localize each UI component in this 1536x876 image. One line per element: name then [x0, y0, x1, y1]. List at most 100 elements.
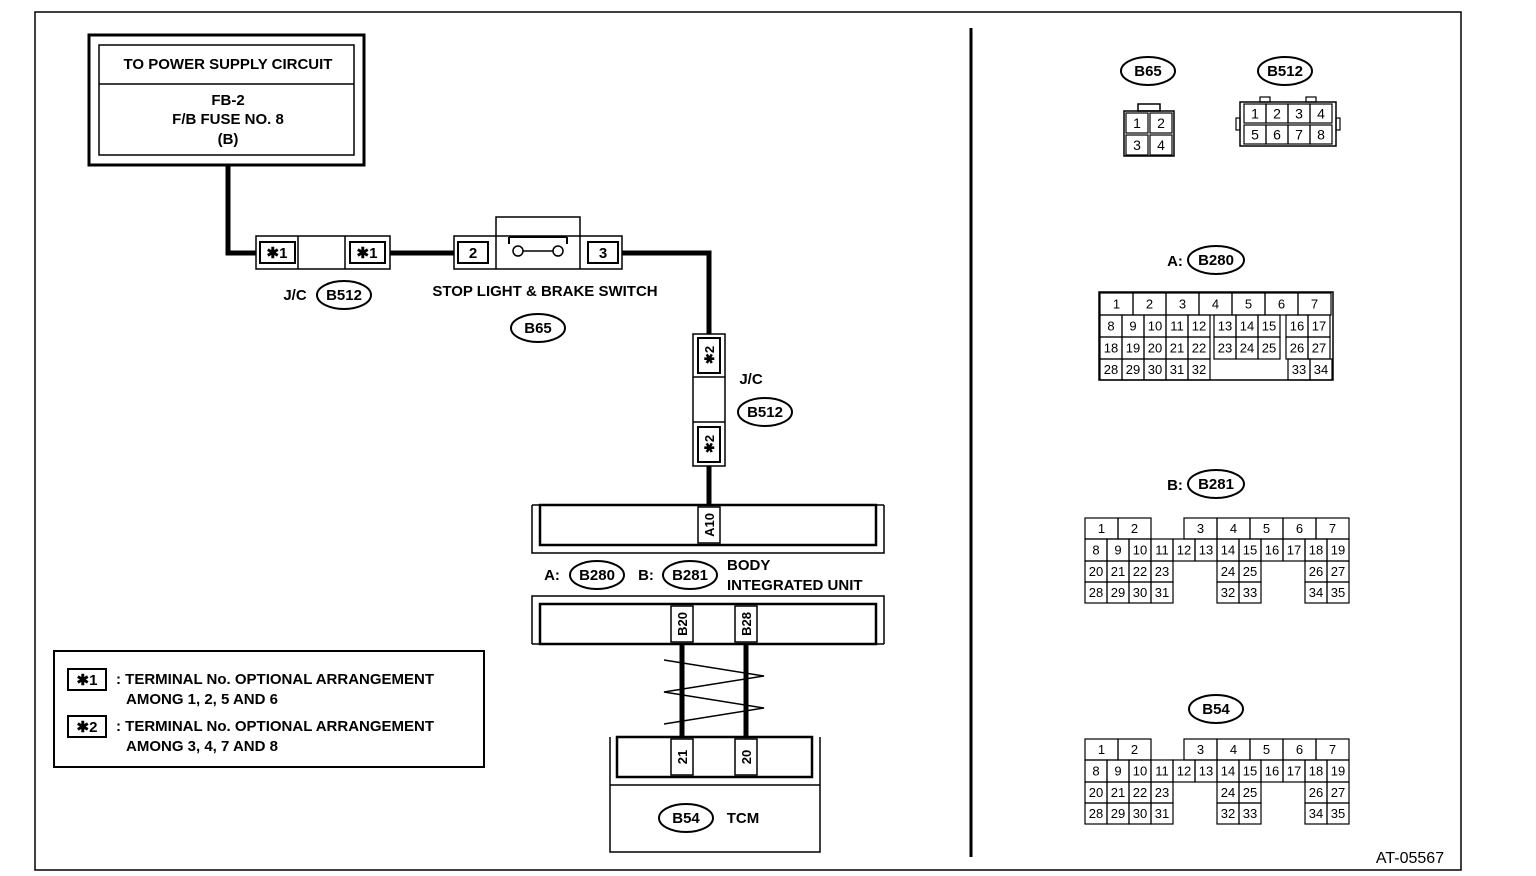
- b281-terminal-7: 7: [1329, 521, 1336, 536]
- b65-terminal-2: 2: [1157, 115, 1165, 131]
- b280-terminal-34: 34: [1314, 362, 1328, 377]
- b280-terminal-2: 2: [1146, 297, 1153, 312]
- wire-switch-to-jc: [622, 250, 712, 334]
- power-supply-fuse-sub: (B): [218, 131, 239, 148]
- b65-terminal-3: 3: [1133, 137, 1141, 153]
- b281-terminal-24: 24: [1221, 564, 1235, 579]
- b280-terminal-21: 21: [1170, 341, 1184, 356]
- terminal-cell: [1326, 802, 1350, 825]
- terminal-cell: [1309, 124, 1333, 145]
- b54-terminal-15: 15: [1243, 764, 1257, 779]
- b281-terminal-21: 21: [1111, 564, 1125, 579]
- stop-light-brake-switch: 2 3 STOP LIGHT & BRAKE SWITCH B65: [432, 216, 658, 343]
- biu-prefix-b: B:: [638, 567, 654, 584]
- b54-terminal-11: 11: [1155, 764, 1169, 779]
- b512-terminal-2: 2: [1273, 106, 1281, 122]
- b54-terminal-4: 4: [1230, 742, 1237, 757]
- b54-terminal-22: 22: [1133, 785, 1147, 800]
- wire-power-to-jc: [225, 165, 256, 256]
- b65-view-oval: [1120, 56, 1176, 86]
- legend-text-1-line1: : TERMINAL No. OPTIONAL ARRANGEMENT: [116, 671, 434, 688]
- b54-terminal-26: 26: [1309, 785, 1323, 800]
- terminal-cell: [1309, 103, 1333, 124]
- terminal-cell: [1150, 581, 1174, 604]
- b54-terminal-23: 23: [1155, 785, 1169, 800]
- b281-terminal-28: 28: [1089, 585, 1103, 600]
- biu-name-line1: BODY: [727, 557, 770, 574]
- terminal-cell: [1125, 134, 1149, 156]
- terminal-cell: [1238, 581, 1262, 604]
- b280-terminal-14: 14: [1240, 319, 1254, 334]
- b281-terminal-20: 20: [1089, 564, 1103, 579]
- b281-terminal-6: 6: [1296, 521, 1303, 536]
- b512-terminal-3: 3: [1295, 106, 1303, 122]
- b54-terminal-20: 20: [1089, 785, 1103, 800]
- jc-vert-connector-id: B512: [747, 404, 783, 421]
- b281-terminal-10: 10: [1133, 543, 1147, 558]
- b54-terminal-13: 13: [1199, 764, 1213, 779]
- power-supply-fuse-name: F/B FUSE NO. 8: [172, 111, 284, 128]
- b280-terminal-12: 12: [1192, 319, 1206, 334]
- b54-terminal-1: 1: [1098, 742, 1105, 757]
- b54-terminal-29: 29: [1111, 806, 1125, 821]
- terminal-cell: [1326, 581, 1350, 604]
- b281-terminal-32: 32: [1221, 585, 1235, 600]
- b280-terminal-31: 31: [1170, 362, 1184, 377]
- b281-terminal-1: 1: [1098, 521, 1105, 536]
- biu-connector-a-oval: [569, 560, 625, 590]
- b54-terminal-18: 18: [1309, 764, 1323, 779]
- b281-view-prefix: B:: [1167, 477, 1183, 494]
- terminal-cell: [1309, 358, 1333, 381]
- b280-terminal-27: 27: [1312, 341, 1326, 356]
- tcm-name: TCM: [727, 810, 760, 827]
- b54-terminal-14: 14: [1221, 764, 1235, 779]
- terminal-cell: [1149, 134, 1173, 156]
- b281-terminal-35: 35: [1331, 585, 1345, 600]
- b281-terminal-18: 18: [1309, 543, 1323, 558]
- b280-terminal-4: 4: [1212, 297, 1219, 312]
- jc-top-connector-id: B512: [326, 287, 362, 304]
- b281-terminal-13: 13: [1199, 543, 1213, 558]
- b512-terminal-1: 1: [1251, 106, 1259, 122]
- diagram-frame: [34, 11, 1462, 871]
- b280-terminal-33: 33: [1292, 362, 1306, 377]
- b280-terminal-22: 22: [1192, 341, 1206, 356]
- b54-terminal-6: 6: [1296, 742, 1303, 757]
- b280-terminal-8: 8: [1107, 319, 1114, 334]
- legend: ✱1 : TERMINAL No. OPTIONAL ARRANGEMENT A…: [53, 650, 485, 768]
- b54-terminal-30: 30: [1133, 806, 1147, 821]
- b280-terminal-32: 32: [1192, 362, 1206, 377]
- b54-view-title: B54: [1202, 701, 1230, 718]
- b280-terminal-1: 1: [1113, 297, 1120, 312]
- b280-terminal-6: 6: [1278, 297, 1285, 312]
- terminal-cell: [1125, 112, 1149, 134]
- tcm-connector-id: B54: [672, 810, 700, 827]
- b280-terminal-16: 16: [1290, 319, 1304, 334]
- b281-terminal-5: 5: [1263, 521, 1270, 536]
- b281-terminal-16: 16: [1265, 543, 1279, 558]
- legend-mark-2: ✱2: [77, 719, 98, 736]
- stop-switch-connector-oval: [510, 313, 566, 343]
- b280-view-prefix: A:: [1167, 253, 1183, 270]
- b281-terminal-11: 11: [1155, 543, 1169, 558]
- b281-terminal-15: 15: [1243, 543, 1257, 558]
- b281-view-title: B281: [1198, 476, 1234, 493]
- jc-top-connector-oval: [316, 280, 372, 310]
- b280-terminal-26: 26: [1290, 341, 1304, 356]
- biu-terminal-a10: A10: [702, 513, 717, 537]
- b280-terminal-10: 10: [1148, 319, 1162, 334]
- terminal-cell: [1257, 336, 1281, 360]
- b280-terminal-30: 30: [1148, 362, 1162, 377]
- jc-vert-terminal-bottom: ✱2: [702, 435, 717, 453]
- stop-switch-connector-id: B65: [524, 320, 552, 337]
- b281-terminal-17: 17: [1287, 543, 1301, 558]
- b280-view-oval: [1187, 245, 1245, 275]
- b54-terminal-25: 25: [1243, 785, 1257, 800]
- biu-terminal-b20: B20: [675, 612, 690, 636]
- b280-terminal-19: 19: [1126, 341, 1140, 356]
- b512-terminal-4: 4: [1317, 106, 1325, 122]
